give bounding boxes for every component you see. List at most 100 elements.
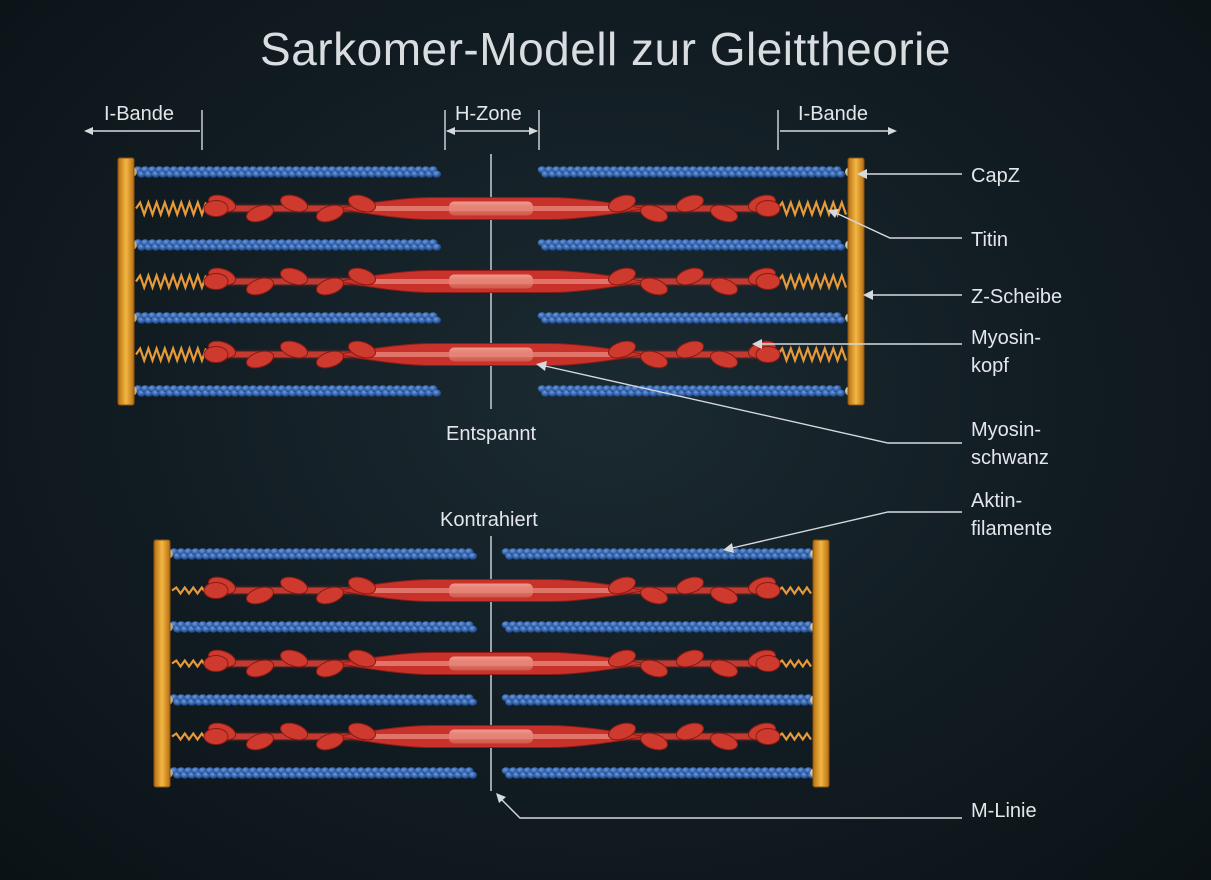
i-band-right-label: I-Bande (798, 103, 868, 125)
myosin-head (203, 655, 229, 672)
myosin-head (675, 722, 705, 741)
titin-spring (171, 585, 207, 596)
myosin-head (279, 649, 309, 668)
z-disc-right (847, 157, 865, 406)
actin-filament (169, 621, 478, 633)
myosin-head (607, 576, 637, 595)
sarcomere-relaxed (117, 154, 865, 409)
actin-filament (169, 694, 478, 706)
titin-label: Titin (971, 229, 1008, 251)
actin-filament (133, 312, 442, 324)
myosin-head (347, 722, 377, 741)
m-line-label: M-Linie (971, 800, 1037, 822)
callout-pointers (496, 169, 962, 819)
myosin-head-label-line2: kopf (971, 355, 1009, 377)
myosin-head (245, 350, 275, 369)
z-disc-left (117, 157, 135, 406)
myosin-head (709, 277, 739, 296)
actin-filament (133, 239, 442, 251)
myosin-head (755, 346, 781, 363)
myosin-head (755, 728, 781, 745)
myosin-head (675, 267, 705, 286)
myosin-head (709, 350, 739, 369)
myosin-head (607, 194, 637, 213)
z-disc-label: Z-Scheibe (971, 286, 1062, 308)
myosin-head (347, 267, 377, 286)
actin-filament (537, 385, 846, 397)
myosin-head (245, 659, 275, 678)
state-contracted-label: Kontrahiert (440, 509, 538, 531)
titin-spring (777, 585, 812, 596)
titin-spring (171, 658, 207, 669)
myosin-head (315, 204, 345, 223)
myosin-head (245, 277, 275, 296)
capz-label: CapZ (971, 165, 1020, 187)
myosin-head (245, 732, 275, 751)
myosin-head (639, 350, 669, 369)
myosin-head (675, 340, 705, 359)
actin-filament (537, 312, 846, 324)
actin-filament (501, 767, 817, 779)
myosin-head (607, 649, 637, 668)
myosin-head (315, 732, 345, 751)
myosin-filament (203, 340, 781, 369)
myosin-head (607, 722, 637, 741)
h-zone-label: H-Zone (455, 103, 522, 125)
myosin-head (755, 200, 781, 217)
myosin-filament (203, 722, 781, 751)
actin-filament (501, 694, 817, 706)
myosin-head (709, 732, 739, 751)
z-disc-left (153, 539, 171, 788)
myosin-head (755, 582, 781, 599)
titin-spring (777, 199, 848, 218)
myosin-head (203, 582, 229, 599)
myosin-head (315, 659, 345, 678)
myosin-head (347, 340, 377, 359)
titin-spring (777, 345, 848, 364)
myosin-tail-label-line1: Myosin- (971, 419, 1041, 441)
myosin-head (203, 728, 229, 745)
myosin-head (279, 267, 309, 286)
sarcomere-contracted (153, 536, 830, 791)
titin-spring (777, 731, 812, 742)
myosin-head (709, 659, 739, 678)
myosin-head (639, 659, 669, 678)
myosin-head-label-line1: Myosin- (971, 327, 1041, 349)
myosin-filament (203, 194, 781, 223)
myosin-head (347, 576, 377, 595)
myosin-filament (203, 649, 781, 678)
actin-filament (501, 548, 817, 560)
myosin-head (675, 576, 705, 595)
actin-filament (133, 385, 442, 397)
myosin-head (755, 273, 781, 290)
myosin-head (279, 194, 309, 213)
i-band-left-label: I-Bande (104, 103, 174, 125)
actin-label-line2: filamente (971, 518, 1052, 540)
actin-filament (537, 239, 846, 251)
myosin-head (203, 200, 229, 217)
myosin-head (347, 194, 377, 213)
m-line-pointer (501, 799, 962, 819)
state-relaxed-label: Entspannt (446, 423, 537, 445)
myosin-head (709, 204, 739, 223)
titin-spring (171, 731, 207, 742)
myosin-head (245, 204, 275, 223)
actin-filament (133, 166, 442, 178)
myosin-head (315, 277, 345, 296)
myosin-head (675, 649, 705, 668)
myosin-head (639, 277, 669, 296)
myosin-head (315, 586, 345, 605)
z-disc-right (812, 539, 830, 788)
titin-spring (135, 345, 208, 364)
actin-filament (501, 621, 817, 633)
actin-pointer (731, 511, 962, 549)
myosin-head (279, 340, 309, 359)
myosin-head (347, 649, 377, 668)
myosin-tail-pointer (544, 365, 962, 444)
myosin-head (755, 655, 781, 672)
myosin-head (203, 273, 229, 290)
myosin-head (639, 586, 669, 605)
myosin-tail-label-line2: schwanz (971, 447, 1049, 469)
myosin-head (245, 586, 275, 605)
